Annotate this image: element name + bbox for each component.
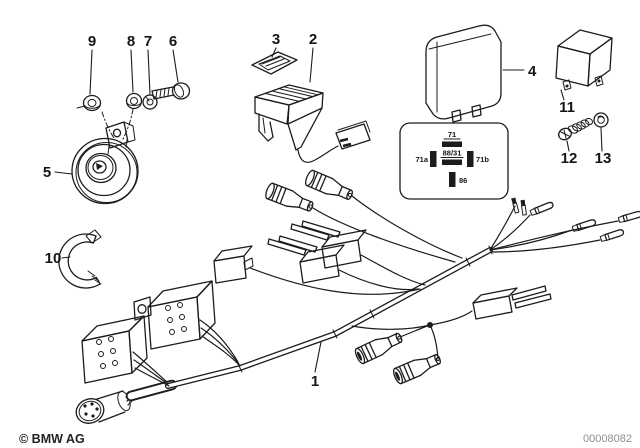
connector2-plug — [335, 120, 371, 150]
bullet-l1-wire — [399, 324, 431, 338]
callout-11-leader — [560, 89, 565, 101]
callout-13-leader — [600, 127, 603, 152]
callout-9-leader — [89, 49, 93, 95]
connector-part-2 — [254, 84, 371, 163]
callout-10-leader — [61, 256, 71, 259]
harness-right-fan — [489, 197, 640, 253]
callout-12-leader — [566, 140, 570, 152]
callout-13[interactable]: 13 — [595, 150, 612, 167]
callout-5[interactable]: 5 — [43, 164, 51, 181]
copyright-text: © BMW AG — [19, 432, 85, 446]
callout-6[interactable]: 6 — [169, 33, 177, 50]
pinout-label-center: 88/31 — [443, 149, 462, 158]
horn-part — [71, 121, 139, 205]
callout-5-leader — [54, 171, 73, 175]
screw-part-12 — [558, 117, 594, 141]
bolt-part-6 — [151, 82, 191, 100]
junction-out-wire — [429, 310, 473, 326]
callout-7-leader — [147, 49, 151, 95]
image-number-text: 00008082 — [583, 433, 632, 445]
bullet-u2-wire — [351, 195, 463, 259]
nut-part-13 — [593, 112, 609, 128]
pinout-label-top: 71 — [448, 130, 456, 139]
callout-8[interactable]: 8 — [127, 33, 135, 50]
relay-part-11 — [555, 29, 613, 91]
pinout-label-right: 71b — [476, 155, 489, 164]
inline-box-connector — [213, 245, 421, 295]
horn-bracket — [105, 121, 136, 155]
round-connector — [75, 390, 136, 424]
harness-trunk — [165, 247, 493, 389]
center-line-8 — [121, 108, 134, 142]
relay-part-4 — [425, 24, 502, 123]
relay-socket-a — [133, 280, 241, 367]
bullet-u1-wire — [312, 207, 456, 263]
callout-3-leader — [271, 47, 277, 58]
relay-pinout-box: 71 88/31 71a 71b 86 — [399, 122, 509, 200]
center-line-9 — [101, 111, 115, 139]
bullet-l2-wire — [429, 324, 439, 360]
two-blade-connector — [472, 285, 552, 320]
bullet-connector-upper-1 — [263, 181, 316, 216]
callout-8-leader — [130, 49, 134, 93]
bullet-connector-lower-2 — [391, 350, 444, 386]
nut-part-9 — [76, 94, 102, 112]
callout-4[interactable]: 4 — [528, 63, 537, 80]
clamp-part-10 — [58, 229, 102, 289]
relay-socket-b — [81, 315, 170, 387]
lock-washer-part-7 — [142, 94, 158, 110]
bullet-connector-upper-2 — [303, 168, 356, 204]
callouts: 9 8 7 6 5 3 2 4 11 12 13 10 1 — [43, 31, 612, 390]
callout-3[interactable]: 3 — [272, 31, 280, 48]
blade-connector-pair — [267, 220, 426, 291]
cover-plate-part-3 — [251, 51, 298, 75]
callout-9[interactable]: 9 — [88, 33, 96, 50]
callout-1-leader — [314, 341, 322, 373]
junction-feed-wire — [351, 324, 431, 330]
callout-2-leader — [309, 47, 314, 83]
callout-1[interactable]: 1 — [311, 373, 319, 390]
callout-7[interactable]: 7 — [144, 33, 152, 50]
harness-part-1 — [75, 168, 640, 424]
callout-2[interactable]: 2 — [309, 31, 317, 48]
bullet-connector-lower-1 — [352, 328, 406, 366]
washer-part-8 — [125, 92, 143, 110]
callout-6-leader — [172, 49, 179, 83]
pinout-label-bottom: 86 — [459, 176, 467, 185]
pinout-label-left: 71a — [415, 155, 428, 164]
connector2-wire — [297, 145, 339, 163]
callout-11[interactable]: 11 — [559, 99, 575, 116]
callout-12[interactable]: 12 — [561, 150, 578, 167]
callout-10[interactable]: 10 — [45, 250, 62, 267]
